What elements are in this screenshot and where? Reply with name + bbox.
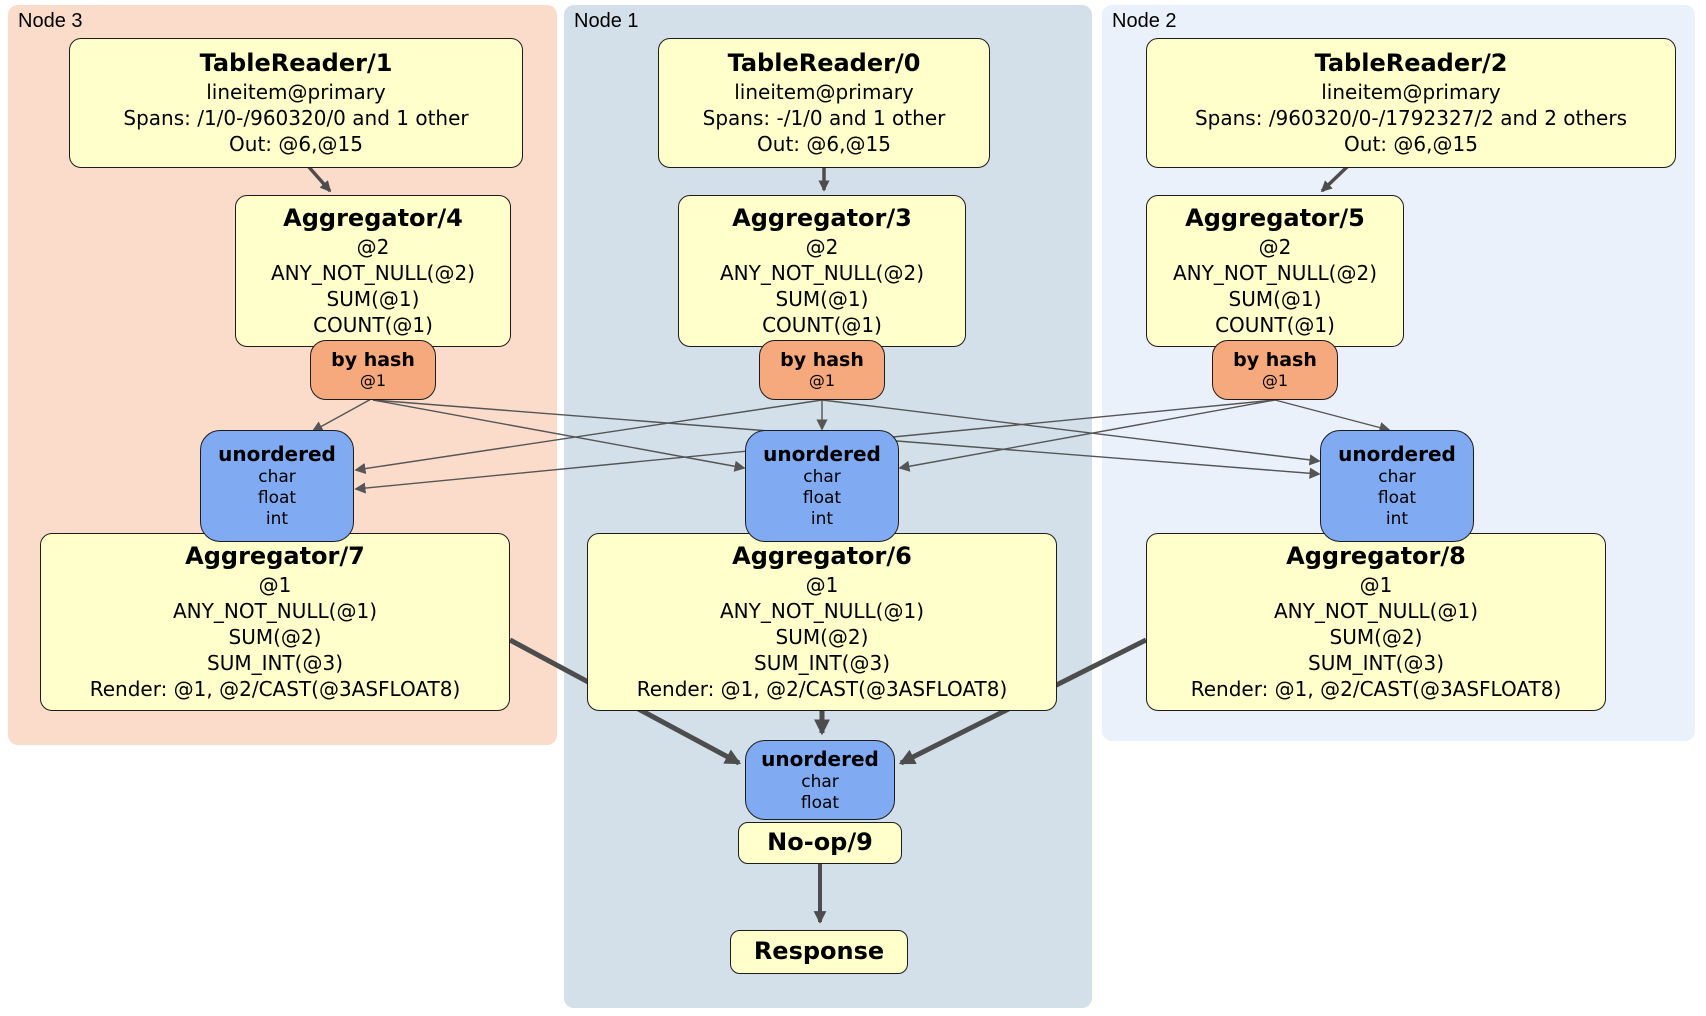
processor-detail: @2 (805, 234, 839, 259)
processor-detail: COUNT(@1) (762, 312, 882, 337)
edge-hash1-un3 (354, 399, 823, 475)
router-detail: @1 (359, 370, 387, 390)
sync-title: unordered (218, 442, 336, 467)
processor-title: Aggregator/6 (732, 542, 912, 571)
sync-column: int (265, 508, 289, 529)
processor-detail: SUM(@2) (228, 624, 322, 649)
processor-detail: Spans: -/1/0 and 1 other (702, 105, 946, 130)
processor-detail: COUNT(@1) (1215, 312, 1335, 337)
processor-detail: SUM(@1) (775, 286, 869, 311)
processor-aggregator-7: Aggregator/7 @1 ANY_NOT_NULL(@1) SUM(@2)… (40, 533, 510, 711)
processor-detail: @2 (1258, 234, 1292, 259)
processor-detail: SUM(@2) (1329, 624, 1423, 649)
processor-detail: ANY_NOT_NULL(@1) (1274, 598, 1478, 623)
processor-detail: COUNT(@1) (313, 312, 433, 337)
processor-tablereader-1: TableReader/1 lineitem@primary Spans: /1… (69, 38, 523, 168)
processor-detail: SUM_INT(@3) (754, 650, 890, 675)
router-by-hash-node3: by hash @1 (310, 340, 436, 400)
edge-hash1-un2 (821, 399, 1321, 466)
processor-detail: SUM_INT(@3) (1308, 650, 1444, 675)
processor-detail: @2 (356, 234, 390, 259)
sync-column: char (801, 771, 839, 792)
sync-column: float (800, 792, 840, 813)
edge-hash3-un3 (311, 397, 374, 432)
processor-detail: lineitem@primary (734, 79, 914, 104)
processor-title: Aggregator/5 (1185, 204, 1365, 233)
sync-column: float (1377, 488, 1417, 509)
processor-title: TableReader/1 (199, 49, 393, 78)
processor-detail: ANY_NOT_NULL(@2) (271, 260, 475, 285)
processor-aggregator-4: Aggregator/4 @2 ANY_NOT_NULL(@2) SUM(@1)… (235, 195, 511, 347)
sync-title: unordered (1338, 442, 1456, 467)
processor-title: Aggregator/8 (1286, 542, 1466, 571)
region-node-2-label: Node 2 (1112, 10, 1177, 32)
edge-hash3-un1 (372, 399, 746, 472)
processor-detail: SUM_INT(@3) (207, 650, 343, 675)
processor-detail: SUM(@2) (775, 624, 869, 649)
sync-unordered-node2: unordered char float int (1320, 430, 1474, 542)
sync-title: unordered (761, 746, 879, 771)
processor-detail: ANY_NOT_NULL(@1) (173, 598, 377, 623)
processor-response: Response (730, 930, 908, 974)
processor-detail: Render: @1, @2/CAST(@3ASFLOAT8) (636, 676, 1008, 701)
processor-title: Aggregator/4 (283, 204, 463, 233)
processor-title: Aggregator/3 (732, 204, 912, 233)
router-title: by hash (331, 348, 415, 371)
sync-column: int (810, 508, 834, 529)
processor-detail: Render: @1, @2/CAST(@3ASFLOAT8) (89, 676, 461, 701)
router-title: by hash (1233, 348, 1317, 371)
processor-aggregator-8: Aggregator/8 @1 ANY_NOT_NULL(@1) SUM(@2)… (1146, 533, 1606, 711)
edge-tr2-agg5 (1320, 164, 1350, 193)
sync-column: char (258, 467, 296, 488)
router-by-hash-node1: by hash @1 (759, 340, 885, 400)
sync-column: float (257, 488, 297, 509)
processor-tablereader-0: TableReader/0 lineitem@primary Spans: -/… (658, 38, 990, 168)
processor-detail: Render: @1, @2/CAST(@3ASFLOAT8) (1190, 676, 1562, 701)
processor-detail: Out: @6,@15 (229, 131, 363, 156)
processor-detail: Spans: /1/0-/960320/0 and 1 other (123, 105, 469, 130)
processor-title: Response (753, 937, 885, 966)
router-title: by hash (780, 348, 864, 371)
processor-detail: Out: @6,@15 (1344, 131, 1478, 156)
processor-aggregator-5: Aggregator/5 @2 ANY_NOT_NULL(@2) SUM(@1)… (1146, 195, 1404, 347)
sync-column: char (1378, 467, 1416, 488)
processor-detail: lineitem@primary (206, 79, 386, 104)
processor-detail: @1 (258, 572, 292, 597)
processor-aggregator-6: Aggregator/6 @1 ANY_NOT_NULL(@1) SUM(@2)… (587, 533, 1057, 711)
edge-hash2-un2 (1274, 399, 1391, 433)
processor-title: TableReader/2 (1314, 49, 1508, 78)
router-by-hash-node2: by hash @1 (1212, 340, 1338, 400)
processor-aggregator-3: Aggregator/3 @2 ANY_NOT_NULL(@2) SUM(@1)… (678, 195, 966, 347)
sync-title: unordered (763, 442, 881, 467)
processor-detail: ANY_NOT_NULL(@2) (1173, 260, 1377, 285)
sync-column: float (802, 488, 842, 509)
processor-detail: SUM(@1) (326, 286, 420, 311)
region-node-1-label: Node 1 (574, 10, 639, 32)
processor-detail: SUM(@1) (1228, 286, 1322, 311)
processor-title: No-op/9 (767, 828, 873, 857)
region-node-3-label: Node 3 (18, 10, 83, 32)
router-detail: @1 (1261, 370, 1289, 390)
edge-tr1-agg4 (306, 164, 332, 193)
sync-column: char (803, 467, 841, 488)
processor-tablereader-2: TableReader/2 lineitem@primary Spans: /9… (1146, 38, 1676, 168)
processor-detail: ANY_NOT_NULL(@1) (720, 598, 924, 623)
sync-unordered-final: unordered char float (745, 740, 895, 820)
processor-title: TableReader/0 (727, 49, 921, 78)
processor-title: Aggregator/7 (185, 542, 365, 571)
sync-column: int (1385, 508, 1409, 529)
processor-detail: @1 (805, 572, 839, 597)
sync-unordered-node1: unordered char float int (745, 430, 899, 542)
sync-unordered-node3: unordered char float int (200, 430, 354, 542)
router-detail: @1 (808, 370, 836, 390)
processor-detail: Out: @6,@15 (757, 131, 891, 156)
processor-detail: lineitem@primary (1321, 79, 1501, 104)
processor-noop: No-op/9 (738, 822, 902, 864)
edge-hash2-un1 (898, 399, 1276, 472)
processor-detail: ANY_NOT_NULL(@2) (720, 260, 924, 285)
processor-detail: @1 (1359, 572, 1393, 597)
processor-detail: Spans: /960320/0-/1792327/2 and 2 others (1194, 105, 1627, 130)
